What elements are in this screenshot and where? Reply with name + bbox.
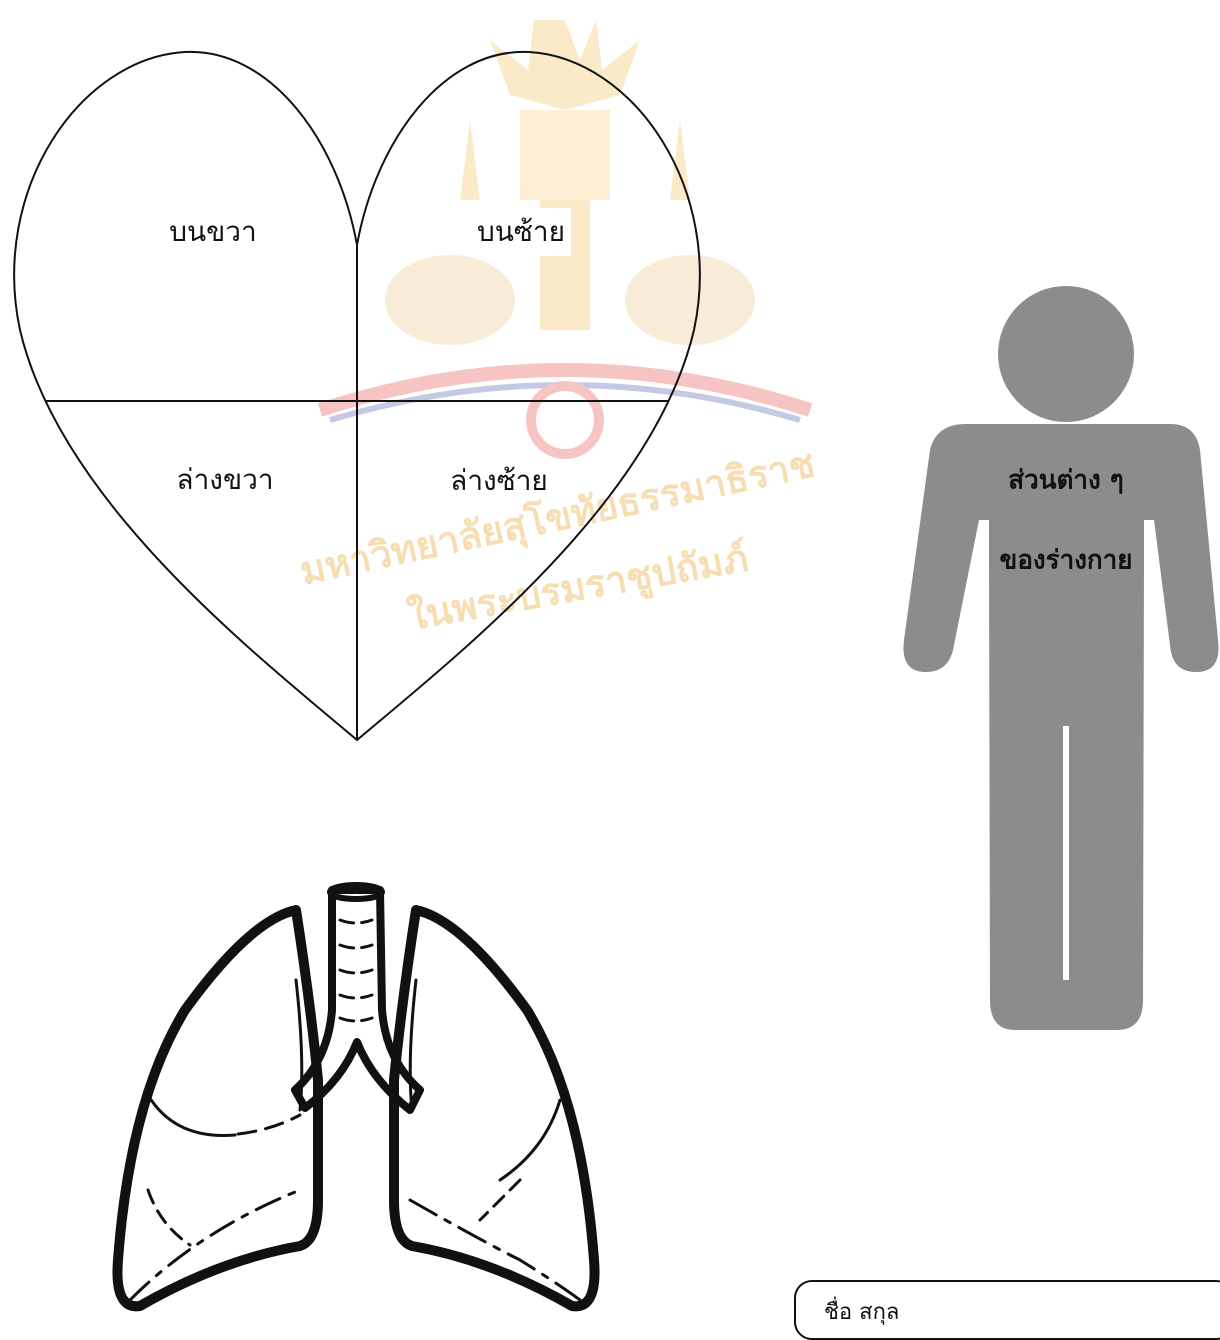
right-lung — [117, 910, 318, 1306]
name-label: ชื่อ สกุล — [824, 1294, 899, 1329]
name-box: ชื่อ สกุล — [794, 1280, 1220, 1340]
